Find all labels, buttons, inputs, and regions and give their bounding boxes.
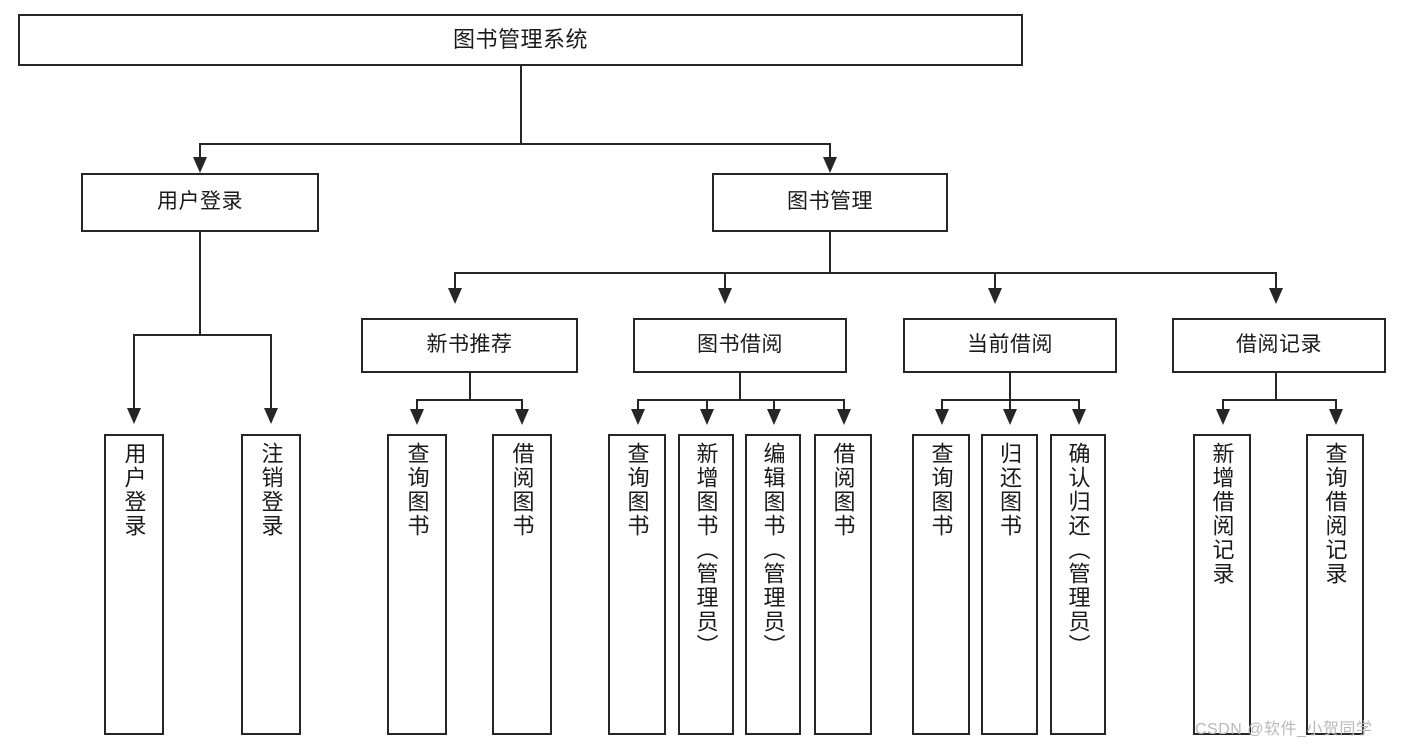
edge-bookmanage-bus <box>454 272 1277 274</box>
edge-bookmanage-drop-4 <box>1275 272 1277 300</box>
edge-currentborrow-stem <box>1009 373 1011 401</box>
edge-newbook-bus <box>416 399 523 401</box>
arrowhead-book-borrow <box>718 288 732 304</box>
edge-userlogin-drop-1 <box>133 334 135 422</box>
edge-bookmanage-stem <box>829 232 831 274</box>
leaf-query-book-2[interactable]: 查询图书 <box>608 434 666 735</box>
node-user-login[interactable]: 用户登录 <box>81 173 319 232</box>
node-label: 编辑图书（管理员） <box>760 442 786 658</box>
edge-root-stem <box>520 66 522 145</box>
edge-bookmanage-drop-3 <box>994 272 996 300</box>
arrowhead-borrow-record <box>1269 288 1283 304</box>
arrowhead-user-login <box>193 157 207 173</box>
node-root-system[interactable]: 图书管理系统 <box>18 14 1023 66</box>
arrowhead-leaf-return-book <box>1003 409 1017 425</box>
edge-userlogin-stem <box>199 232 201 336</box>
edge-userlogin-drop-2 <box>270 334 272 422</box>
arrowhead-leaf-user-login <box>127 408 141 424</box>
node-borrow-record[interactable]: 借阅记录 <box>1172 318 1386 373</box>
node-label: 新增借阅记录 <box>1209 442 1235 586</box>
node-label: 确认归还（管理员） <box>1065 442 1091 658</box>
edge-bookborrow-bus <box>637 399 845 401</box>
node-new-book-recommend[interactable]: 新书推荐 <box>361 318 578 373</box>
node-book-borrow[interactable]: 图书借阅 <box>633 318 847 373</box>
edge-root-bus <box>199 143 831 145</box>
leaf-edit-book-admin[interactable]: 编辑图书（管理员） <box>745 434 801 735</box>
node-book-manage[interactable]: 图书管理 <box>712 173 948 232</box>
csdn-watermark: CSDN @软件_小贺同学 <box>1195 721 1373 738</box>
arrowhead-leaf-borrow-book-1 <box>515 409 529 425</box>
arrowhead-book-manage <box>823 157 837 173</box>
arrowhead-new-book-rec <box>448 288 462 304</box>
node-label: 图书管理系统 <box>452 27 588 53</box>
arrowhead-leaf-query-book-2 <box>631 409 645 425</box>
node-label: 查询图书 <box>624 442 650 538</box>
node-label: 当前借阅 <box>967 333 1053 357</box>
arrowhead-leaf-query-book-3 <box>935 409 949 425</box>
arrowhead-leaf-borrow-book-2 <box>837 409 851 425</box>
leaf-query-book-1[interactable]: 查询图书 <box>387 434 447 735</box>
node-label: 图书借阅 <box>697 333 783 357</box>
arrowhead-leaf-query-book-1 <box>410 409 424 425</box>
arrowhead-leaf-add-book <box>700 409 714 425</box>
leaf-add-borrow-record[interactable]: 新增借阅记录 <box>1193 434 1251 735</box>
edge-bookborrow-stem <box>739 373 741 401</box>
leaf-return-book[interactable]: 归还图书 <box>981 434 1038 735</box>
leaf-borrow-book-2[interactable]: 借阅图书 <box>814 434 872 735</box>
arrowhead-leaf-query-record <box>1329 409 1343 425</box>
arrowhead-leaf-user-logout <box>264 408 278 424</box>
node-label: 注销登录 <box>258 442 284 538</box>
leaf-add-book-admin[interactable]: 新增图书（管理员） <box>678 434 734 735</box>
arrowhead-leaf-confirm-return <box>1072 409 1086 425</box>
leaf-user-login[interactable]: 用户登录 <box>104 434 164 735</box>
arrowhead-current-borrow <box>988 288 1002 304</box>
node-label: 图书管理 <box>787 190 873 214</box>
node-current-borrow[interactable]: 当前借阅 <box>903 318 1117 373</box>
node-label: 新书推荐 <box>426 333 513 357</box>
node-label: 查询借阅记录 <box>1322 442 1348 586</box>
edge-bookmanage-drop-1 <box>454 272 456 300</box>
edge-borrowrecord-bus <box>1222 399 1337 401</box>
arrowhead-leaf-add-record <box>1216 409 1230 425</box>
node-label: 查询图书 <box>404 442 430 538</box>
leaf-borrow-book-1[interactable]: 借阅图书 <box>492 434 552 735</box>
node-label: 用户登录 <box>121 442 147 538</box>
leaf-query-borrow-record[interactable]: 查询借阅记录 <box>1306 434 1364 735</box>
node-label: 新增图书（管理员） <box>693 442 719 658</box>
node-label: 借阅记录 <box>1236 333 1322 357</box>
node-label: 查询图书 <box>928 442 954 538</box>
edge-bookmanage-drop-2 <box>724 272 726 300</box>
edge-newbook-stem <box>469 373 471 401</box>
node-label: 归还图书 <box>997 442 1023 538</box>
leaf-query-book-3[interactable]: 查询图书 <box>912 434 970 735</box>
node-label: 用户登录 <box>157 190 243 214</box>
leaf-user-logout[interactable]: 注销登录 <box>241 434 301 735</box>
node-label: 借阅图书 <box>509 442 535 538</box>
edge-userlogin-bus <box>133 334 271 336</box>
leaf-confirm-return-admin[interactable]: 确认归还（管理员） <box>1050 434 1106 735</box>
edge-borrowrecord-stem <box>1275 373 1277 401</box>
arrowhead-leaf-edit-book <box>767 409 781 425</box>
node-label: 借阅图书 <box>830 442 856 538</box>
